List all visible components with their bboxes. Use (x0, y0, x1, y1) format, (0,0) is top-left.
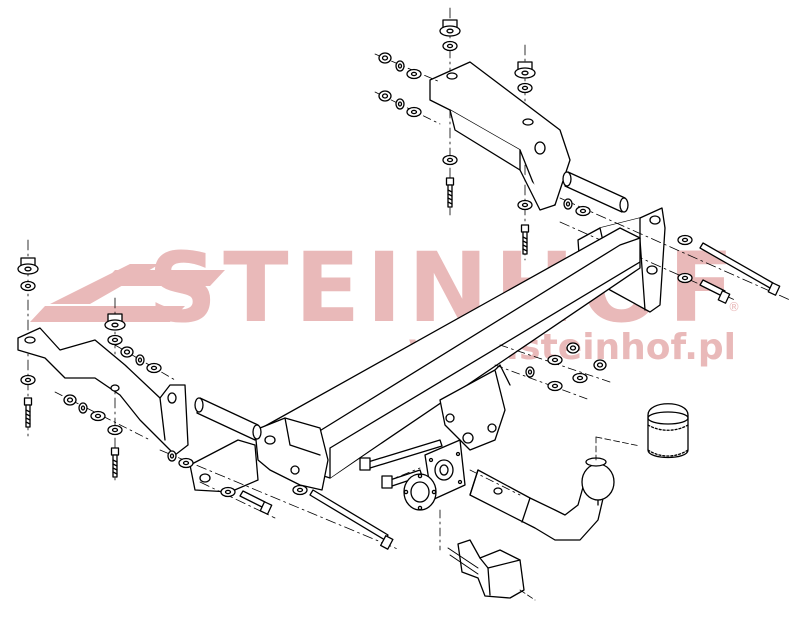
centre-bolts (359, 439, 443, 489)
socket-gasket (403, 473, 437, 511)
spacer-tube-right (562, 171, 629, 213)
ball-cover-cap (595, 403, 689, 461)
spacer-tube-left (194, 397, 262, 441)
centre-bracket (439, 342, 611, 451)
left-fasteners (17, 257, 176, 478)
left-mounting-plate (254, 417, 329, 491)
electrical-socket (439, 509, 536, 601)
top-right-bracket (429, 7, 571, 261)
top-fasteners (374, 19, 536, 255)
cross-beam (257, 227, 641, 479)
left-bracket (17, 239, 189, 481)
left-side-plate (159, 439, 401, 551)
watermark-registered-mark: ® (728, 300, 740, 314)
